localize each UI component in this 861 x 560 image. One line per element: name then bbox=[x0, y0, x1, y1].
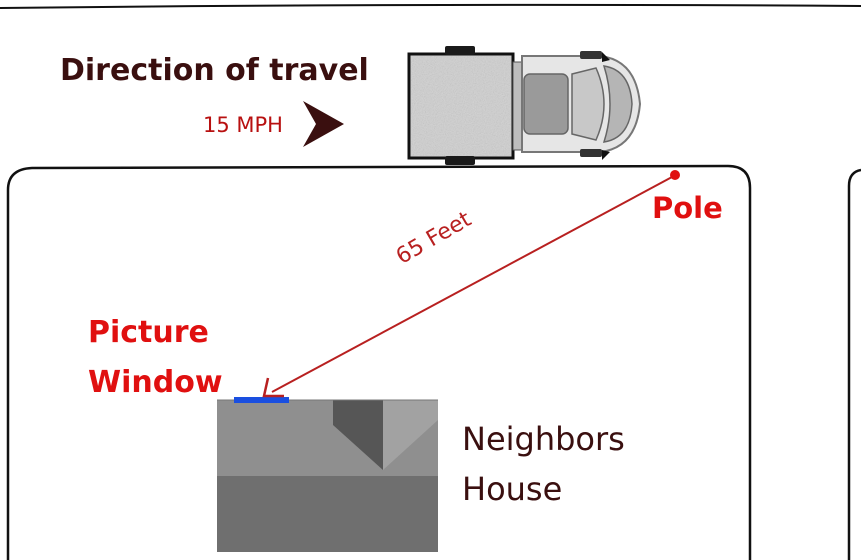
lot-boundary bbox=[6, 164, 752, 560]
direction-arrow-icon bbox=[303, 101, 344, 147]
speed-label: 15 MPH bbox=[203, 113, 283, 137]
picture-window-label-line1: Picture bbox=[88, 315, 209, 350]
neighbors-house bbox=[217, 399, 438, 552]
truck-mirror-bottom bbox=[602, 150, 610, 160]
neighbors-house-label-line2: House bbox=[462, 470, 563, 508]
neighbors-house-label-line1: Neighbors bbox=[462, 420, 625, 458]
truck-front-wheel-bottom bbox=[580, 149, 602, 157]
truck-hood bbox=[602, 65, 633, 143]
truck-cab-roof bbox=[523, 73, 569, 135]
house-gable-dark bbox=[333, 400, 383, 470]
truck-rear-wheel-top bbox=[445, 46, 475, 55]
house-front bbox=[217, 476, 438, 552]
house-gable-right bbox=[383, 400, 438, 470]
truck-cargo-texture bbox=[411, 56, 511, 156]
next-lot-boundary bbox=[847, 168, 861, 560]
pole-label: Pole bbox=[652, 191, 723, 225]
sightline bbox=[271, 176, 673, 393]
truck-windshield bbox=[571, 67, 605, 141]
truck-rear-wheel-bottom bbox=[445, 156, 475, 165]
pole-marker bbox=[670, 170, 680, 180]
truck-front-wheel-top bbox=[580, 51, 602, 59]
top-road-edge bbox=[0, 3, 861, 9]
direction-of-travel-label: Direction of travel bbox=[60, 53, 369, 88]
truck-mirror-top bbox=[602, 52, 610, 62]
truck bbox=[407, 46, 642, 165]
sightline-arrowhead bbox=[262, 377, 284, 398]
picture-window-label-line2: Window bbox=[88, 365, 223, 400]
